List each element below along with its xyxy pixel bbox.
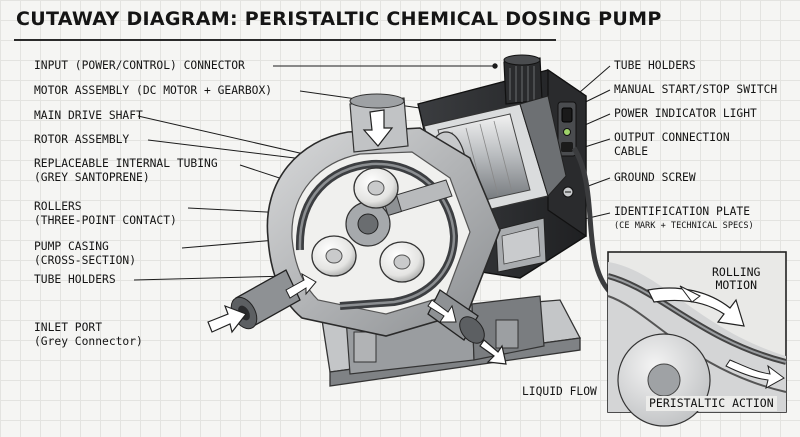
roller-right [379, 241, 425, 283]
leader-tube-holders-left [133, 275, 291, 281]
flow-arrow-outlet [479, 339, 507, 365]
label-ground-screw: GROUND SCREW [614, 171, 696, 184]
top-fitting [349, 93, 409, 153]
flow-arrow-inner-right [427, 299, 457, 323]
output-cable [571, 146, 612, 294]
outlet-port [427, 289, 507, 365]
rotor-assembly [345, 201, 391, 247]
flow-arrow-down [362, 109, 394, 147]
label-liquid-flow: LIQUID FLOW [522, 385, 597, 398]
label-rotor-assembly: ROTOR ASSEMBLY [34, 133, 130, 146]
identification-plate [495, 217, 547, 273]
flow-arrow-inner-left [285, 272, 317, 299]
label-pump-casing: PUMP CASING (CROSS-SECTION) [34, 240, 137, 267]
label-internal-tubing: REPLACEABLE INTERNAL TUBING (GREY SANTOP… [34, 157, 218, 184]
rollers [311, 167, 425, 283]
label-motor-assembly: MOTOR ASSEMBLY (DC MOTOR + GEARBOX) [34, 84, 273, 97]
input-connector [503, 54, 543, 105]
diagram-title: CUTAWAY DIAGRAM: PERISTALTIC CHEMICAL DO… [16, 8, 662, 30]
label-tube-holders-left: TUBE HOLDERS [34, 273, 116, 286]
label-start-stop-switch: MANUAL START/STOP SWITCH [614, 83, 778, 96]
label-output-connection-cable: OUTPUT CONNECTION CABLE [614, 131, 730, 158]
inset-flow-arrow [725, 359, 785, 389]
inset-peristaltic-action [607, 251, 787, 427]
label-rollers: ROLLERS (THREE-POINT CONTACT) [34, 200, 177, 227]
roller-top [353, 167, 399, 209]
roller-left [311, 235, 357, 277]
label-power-indicator-light: POWER INDICATOR LIGHT [614, 107, 757, 120]
label-input-connector: INPUT (POWER/CONTROL) CONNECTOR [34, 59, 245, 72]
inset-caption: PERISTALTIC ACTION [646, 396, 777, 411]
label-inlet-port: INLET PORT (Grey Connector) [34, 321, 143, 348]
flow-arrow-inlet [207, 304, 247, 334]
label-tube-holders-right: TUBE HOLDERS [614, 59, 696, 72]
label-identification-plate: IDENTIFICATION PLATE (CE MARK + TECHNICA… [614, 205, 754, 231]
output-cable-socket [561, 142, 573, 152]
start-stop-switch [561, 107, 573, 123]
label-main-drive-shaft: MAIN DRIVE SHAFT [34, 109, 143, 122]
power-indicator-light [563, 128, 571, 136]
inset-rolling-motion-label: ROLLING MOTION [712, 265, 761, 292]
title-underline [14, 39, 556, 41]
inlet-port [207, 269, 317, 334]
